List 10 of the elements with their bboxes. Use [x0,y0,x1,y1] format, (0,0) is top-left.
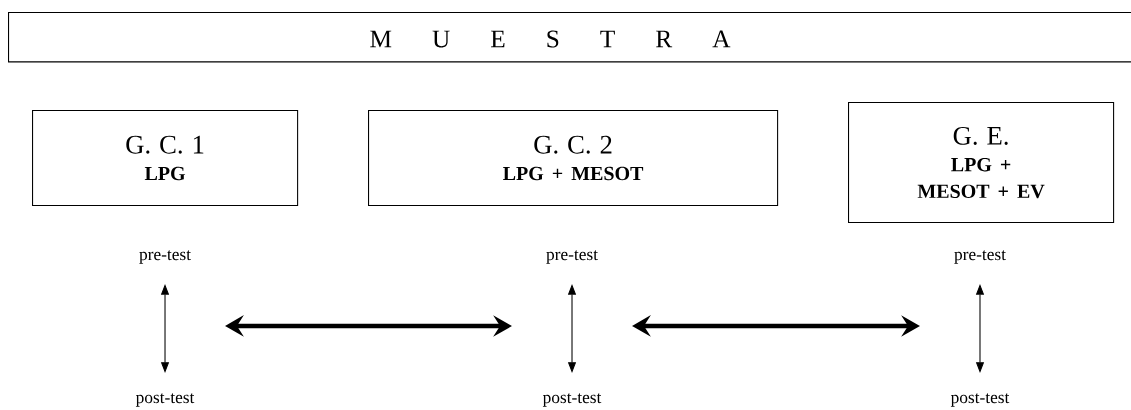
test-label: post-test [135,393,195,407]
test-label: post-test [542,393,602,407]
test-label: post-test [950,393,1010,407]
group-box: G. C. 2 LPG + MESOT [368,110,779,206]
group-box: G. C. 1 LPG [32,110,299,206]
test-label: pre-test [139,250,191,264]
header-band: M U E S T R A [8,12,1131,63]
test-label: pre-test [954,250,1006,264]
group-box: G. E. LPG + MESOT + EV [848,102,1115,224]
test-label: pre-test [546,250,598,264]
